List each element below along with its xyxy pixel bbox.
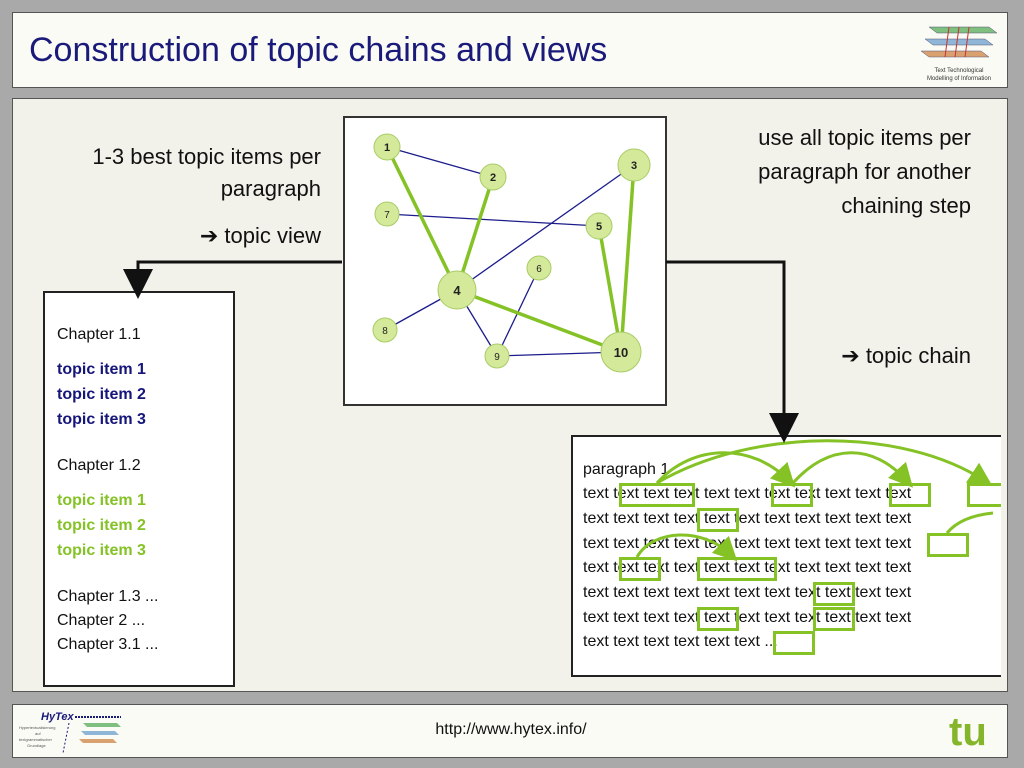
slide-footer: HyTex Hypertextualisierung auf textgramm… xyxy=(12,704,1008,758)
paragraph-line: text text text text text text text text … xyxy=(583,584,912,601)
right-text-line: use all topic items per xyxy=(758,125,971,150)
paragraph-line: text text text text text text ... xyxy=(583,633,778,650)
graph-node: 6 xyxy=(526,255,552,281)
highlight-box xyxy=(619,557,661,581)
slide-header: Construction of topic chains and views T… xyxy=(12,12,1008,88)
graph-node: 9 xyxy=(484,343,510,369)
paragraph-line: text text text text text text text text … xyxy=(583,559,912,576)
hytex-logo-line: Hypertextualisierung xyxy=(19,725,55,730)
graph-node: 1 xyxy=(373,133,401,161)
right-text-line: paragraph for another xyxy=(758,159,971,184)
topic-item: topic item 1 xyxy=(57,492,146,509)
node-label: 9 xyxy=(494,352,500,363)
highlight-box xyxy=(697,607,739,631)
topic-chain-label: ➔ topic chain xyxy=(653,343,971,369)
tu-logo-word: tu xyxy=(949,711,987,751)
node-label: 5 xyxy=(596,221,602,233)
arrow-right-icon: ➔ xyxy=(841,343,860,368)
graph-node: 3 xyxy=(617,148,651,182)
highlight-box xyxy=(619,483,695,507)
highlight-box xyxy=(697,508,739,532)
hytex-logo: HyTex Hypertextualisierung auf textgramm… xyxy=(17,709,127,755)
arrow-right-icon: ➔ xyxy=(199,223,219,248)
graph-node: 2 xyxy=(479,163,507,191)
hytex-logo-line: textgrammatischer xyxy=(19,737,53,742)
paragraph-line: text text text text text text text text … xyxy=(583,535,912,552)
chapter-heading: Chapter 1.2 xyxy=(57,457,141,474)
paragraph-line: text text text text text text text text … xyxy=(583,510,912,527)
topic-chain-text: topic chain xyxy=(865,343,971,368)
graph-node: 7 xyxy=(374,201,400,227)
node-label: 7 xyxy=(384,210,390,221)
node-label: 1 xyxy=(384,142,390,154)
topic-view-text: topic view xyxy=(224,223,321,248)
topic-item: topic item 3 xyxy=(57,542,146,559)
node-label: 6 xyxy=(536,264,542,275)
graph-node: 4 xyxy=(437,270,477,310)
left-text-line: 1-3 best topic items per xyxy=(92,144,321,169)
hytex-logo-line: Grundlage xyxy=(27,743,46,748)
text-technological-modelling-logo: Text Technological Modelling of Informat… xyxy=(919,19,999,85)
topic-chain-description: use all topic items per paragraph for an… xyxy=(653,121,971,223)
graph-node: 10 xyxy=(600,331,642,373)
hytex-logo-line: auf xyxy=(35,731,41,736)
footer-url: http://www.hytex.info/ xyxy=(435,721,587,738)
chapter-heading: Chapter 1.1 xyxy=(57,326,141,343)
topic-item: topic item 1 xyxy=(57,361,146,378)
right-text-line: chaining step xyxy=(841,193,971,218)
topic-item: topic item 2 xyxy=(57,517,146,534)
node-label: 3 xyxy=(631,160,637,172)
node-label: 4 xyxy=(453,283,461,298)
node-label: 2 xyxy=(490,172,496,184)
topic-view-label: ➔ topic view xyxy=(21,223,321,249)
highlight-box xyxy=(813,607,855,631)
left-text-line: paragraph xyxy=(220,176,321,201)
topic-item: topic item 3 xyxy=(57,411,146,428)
highlight-box xyxy=(927,533,969,557)
chapter-heading: Chapter 3.1 ... xyxy=(57,636,159,653)
topic-view-box: Chapter 1.1 topic item 1 topic item 2 to… xyxy=(43,291,235,687)
highlight-box xyxy=(813,582,855,606)
topic-graph: 1 2 3 4 5 xyxy=(343,116,667,406)
highlight-box xyxy=(773,631,815,655)
chain-arrows xyxy=(635,439,994,562)
slide-body: 1-3 best topic items per paragraph ➔ top… xyxy=(12,98,1008,692)
node-label: 8 xyxy=(382,326,388,337)
topic-view-description: 1-3 best topic items per paragraph xyxy=(21,141,321,205)
logo-caption-line: Modelling of Information xyxy=(926,76,992,82)
tu-logo: tu xyxy=(949,710,995,754)
graph-node: 8 xyxy=(372,317,398,343)
topic-chain-box: paragraph 1 text text text text text tex… xyxy=(571,435,1001,677)
chapter-heading: Chapter 1.3 ... xyxy=(57,588,159,605)
paragraph-line: text text text text text text text text … xyxy=(583,485,912,502)
paragraph-title: paragraph 1 xyxy=(583,461,670,478)
paragraph-line: text text text text text text text text … xyxy=(583,609,912,626)
topic-item: topic item 2 xyxy=(57,386,146,403)
hytex-logo-word: HyTex xyxy=(41,711,74,723)
node-label: 10 xyxy=(614,345,628,360)
slide-title: Construction of topic chains and views xyxy=(29,31,608,69)
chapter-heading: Chapter 2 ... xyxy=(57,612,146,629)
graph-node: 5 xyxy=(585,212,613,240)
logo-caption-line: Text Technological xyxy=(934,68,984,74)
